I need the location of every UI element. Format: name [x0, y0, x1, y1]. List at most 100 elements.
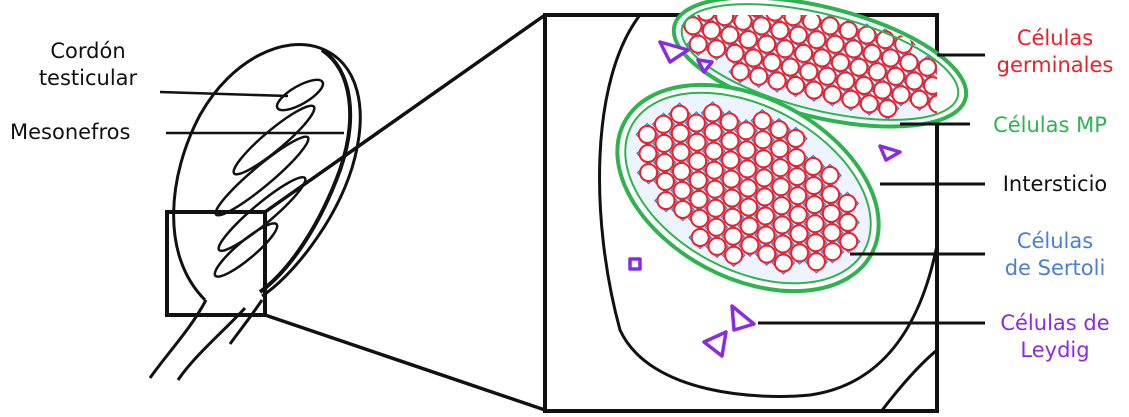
zoom-projection-line	[265, 315, 545, 410]
circle-icon	[839, 195, 856, 212]
circle-icon	[745, 50, 762, 67]
circle-icon	[893, 86, 910, 103]
leydig-label-line1: Células de	[985, 310, 1125, 337]
circle-icon	[773, 197, 790, 214]
circle-icon	[673, 163, 690, 180]
circle-icon	[758, 36, 775, 53]
circle-icon	[840, 22, 857, 39]
circle-icon	[774, 236, 791, 253]
circle-icon	[725, 247, 742, 264]
leydig-label: Células de Leydig	[985, 310, 1125, 364]
circle-icon	[738, 122, 755, 139]
circle-icon	[708, 40, 725, 57]
circle-icon	[690, 191, 707, 208]
circle-icon	[690, 172, 707, 189]
circle-icon	[758, 246, 775, 263]
circle-icon	[750, 68, 767, 85]
circle-icon	[790, 27, 807, 44]
organ-overview	[150, 15, 545, 410]
circle-icon	[805, 177, 822, 194]
circle-icon	[787, 77, 804, 94]
circle-icon	[755, 150, 772, 167]
circle-icon	[754, 112, 771, 129]
circle-icon	[674, 182, 691, 199]
intersticio-label: Intersticio	[985, 171, 1125, 198]
circle-icon	[704, 105, 721, 122]
duct-line	[150, 300, 206, 378]
circle-icon	[771, 121, 788, 138]
circle-icon	[721, 27, 738, 44]
circle-icon	[822, 167, 839, 184]
circle-icon	[738, 141, 755, 158]
mesonefros-label: Mesonefros	[10, 119, 130, 146]
circle-icon	[806, 196, 823, 213]
circle-icon	[805, 158, 822, 175]
circle-icon	[819, 68, 836, 85]
circle-icon	[814, 50, 831, 67]
circle-icon	[807, 234, 824, 251]
circle-icon	[656, 154, 673, 171]
circle-icon	[691, 210, 708, 227]
circle-icon	[656, 135, 673, 152]
circle-icon	[803, 13, 820, 30]
circle-icon	[735, 13, 752, 30]
circle-icon	[705, 143, 722, 160]
circle-icon	[672, 125, 689, 142]
circle-icon	[769, 72, 786, 89]
circle-icon	[708, 219, 725, 236]
circle-icon	[763, 54, 780, 71]
circle-icon	[901, 54, 918, 71]
circle-icon	[782, 59, 799, 76]
circle-icon	[689, 134, 706, 151]
circle-icon	[758, 227, 775, 244]
circle-icon	[806, 82, 823, 99]
circle-icon	[672, 144, 689, 161]
magnified-panel	[545, 0, 985, 413]
duct-line	[230, 300, 262, 344]
circle-icon	[840, 214, 857, 231]
circle-icon	[722, 152, 739, 169]
circle-icon	[658, 192, 675, 209]
circle-icon	[640, 164, 657, 181]
circle-icon	[791, 225, 808, 242]
circle-icon	[703, 22, 720, 39]
circle-icon	[707, 200, 724, 217]
circle-icon	[771, 22, 788, 39]
circle-icon	[705, 124, 722, 141]
cordon-label-line2: testicular	[18, 65, 158, 92]
sertoli-label-line1: Células	[985, 228, 1125, 255]
duct-line	[178, 308, 245, 380]
circle-icon	[740, 180, 757, 197]
circle-icon	[732, 63, 749, 80]
circle-icon	[725, 228, 742, 245]
cordon-testicular-label: Cordón testicular	[18, 38, 158, 92]
circle-icon	[864, 45, 881, 62]
circle-icon	[832, 54, 849, 71]
germinales-label: Células germinales	[985, 25, 1125, 79]
germinales-label-line2: germinales	[985, 52, 1125, 79]
circle-icon	[692, 229, 709, 246]
circle-icon	[772, 178, 789, 195]
circle-icon	[795, 45, 812, 62]
circle-icon	[823, 224, 840, 241]
circle-icon	[822, 17, 839, 34]
circle-icon	[808, 31, 825, 48]
circle-icon	[775, 255, 792, 272]
circle-icon	[777, 40, 794, 57]
circle-icon	[756, 188, 773, 205]
circle-icon	[724, 209, 741, 226]
circle-icon	[906, 73, 923, 90]
circle-icon	[850, 59, 867, 76]
circle-icon	[688, 115, 705, 132]
circle-icon	[741, 237, 758, 254]
circle-icon	[707, 181, 724, 198]
sertoli-label: Células de Sertoli	[985, 228, 1125, 282]
circle-icon	[722, 133, 739, 150]
circle-icon	[858, 27, 875, 44]
circle-icon	[845, 40, 862, 57]
circle-icon	[721, 113, 738, 130]
circle-icon	[655, 116, 672, 133]
leydig-cell-square	[630, 259, 640, 269]
